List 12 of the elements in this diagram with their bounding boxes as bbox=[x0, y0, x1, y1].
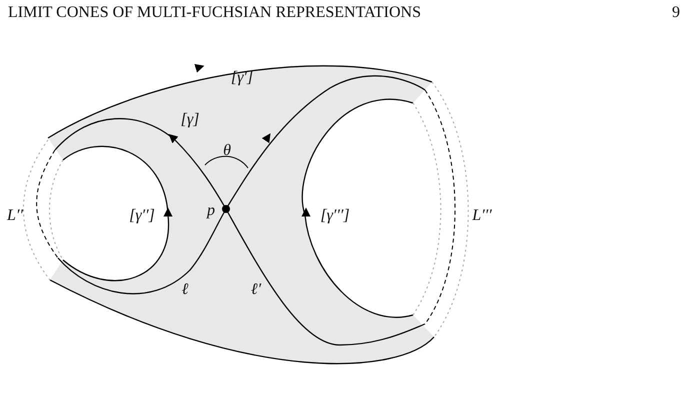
running-head: LIMIT CONES OF MULTI-FUCHSIAN REPRESENTATIONS bbox=[8, 4, 421, 22]
math-label: L′′ bbox=[7, 207, 23, 225]
math-label: [γ′′] bbox=[129, 207, 155, 225]
math-label: L′′′ bbox=[472, 207, 492, 225]
math-label: ℓ bbox=[182, 281, 188, 299]
math-label: ℓ′ bbox=[250, 281, 262, 299]
math-label: [γ] bbox=[180, 111, 200, 129]
math-label: [γ′′′] bbox=[320, 207, 350, 225]
page-number: 9 bbox=[672, 4, 680, 22]
math-label: p bbox=[207, 202, 215, 220]
math-label: θ bbox=[223, 142, 231, 160]
math-label: [γ′] bbox=[230, 69, 254, 87]
